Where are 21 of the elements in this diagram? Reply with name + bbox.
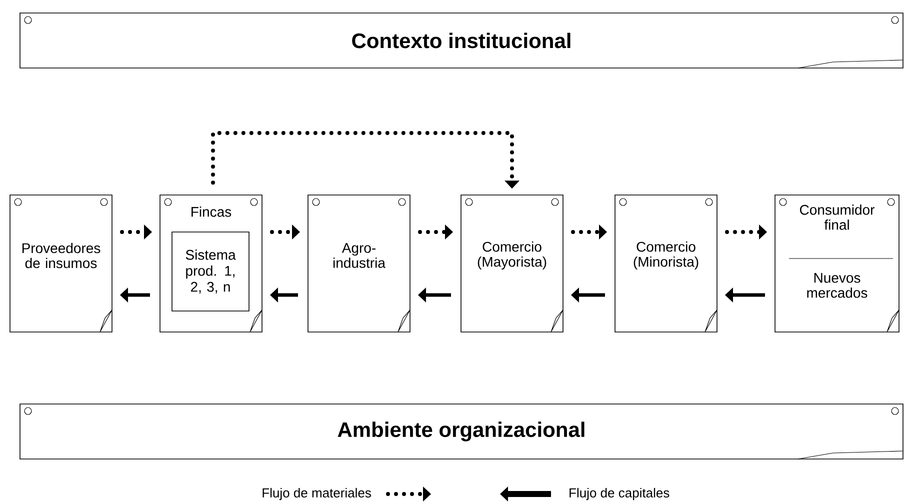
- arrow: [270, 288, 298, 302]
- legend-text: Flujo de materiales: [262, 488, 371, 500]
- document-page: Agro- industria: [308, 194, 412, 332]
- arrow: [571, 288, 605, 302]
- arrow: [120, 288, 150, 302]
- arrow: [418, 288, 451, 302]
- arrow: [725, 224, 767, 240]
- banner: Ambiente organizacional: [20, 404, 904, 460]
- document-page: Proveedores de insumos: [10, 194, 114, 332]
- arrow: [211, 131, 520, 189]
- arrow: [418, 224, 453, 240]
- arrow: [270, 224, 300, 240]
- arrow: [120, 224, 152, 240]
- banner: Contexto institucional: [20, 12, 904, 68]
- document-page: Comercio (Mayorista): [460, 194, 565, 332]
- arrow: [571, 224, 607, 240]
- legend-text: Flujo de capitales: [570, 488, 670, 500]
- arrow: [725, 288, 765, 302]
- inner-box: Sistema prod. 1, 2, 3, n: [172, 232, 250, 312]
- document-page: Comercio (Minorista): [614, 194, 719, 332]
- document-page: Consumidor final Nuevos mercados: [774, 194, 901, 332]
